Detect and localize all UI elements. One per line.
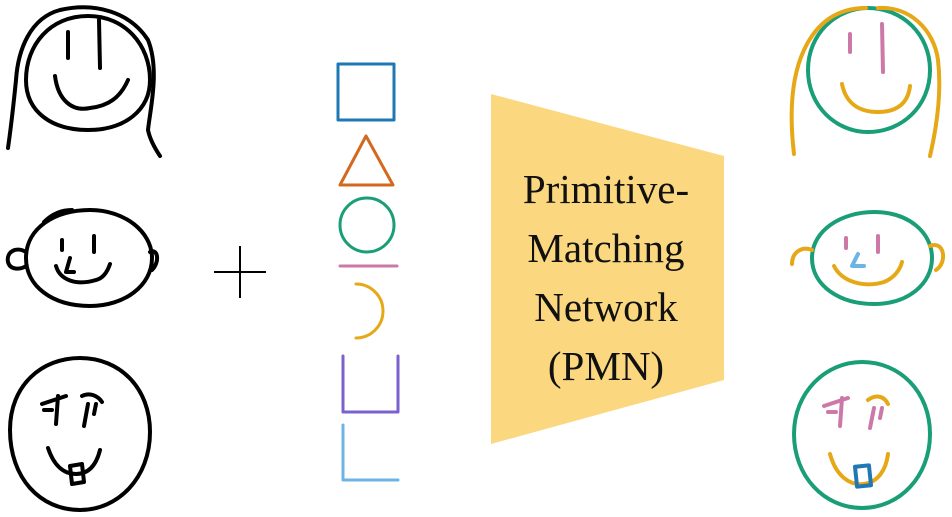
girl-out-face-circle-icon bbox=[806, 6, 932, 134]
girl-right-eye-icon bbox=[97, 18, 102, 70]
plus-operator bbox=[214, 246, 266, 298]
boy-out-right-ear-icon bbox=[928, 243, 946, 272]
surprised-tongue-icon bbox=[68, 462, 86, 486]
pmn-label-line-2: Matching bbox=[527, 225, 685, 271]
surprised-out-right-eye-icon bbox=[868, 406, 884, 430]
l-shape-primitive-icon bbox=[341, 423, 400, 482]
boy-out-mouth-icon bbox=[832, 260, 904, 287]
girl-out-right-eye-icon bbox=[880, 22, 885, 74]
pmn-label-line-1: Primitive- bbox=[522, 166, 690, 212]
output-sketch-girl bbox=[789, 5, 942, 158]
input-sketch-surprised bbox=[8, 356, 152, 512]
surprised-mouth-icon bbox=[46, 446, 102, 476]
boy-out-nose-icon bbox=[850, 252, 866, 268]
boy-face-outline-icon bbox=[24, 208, 154, 308]
boy-mouth-icon bbox=[54, 262, 112, 285]
girl-out-mouth-icon bbox=[840, 82, 912, 114]
semicircle-primitive-icon bbox=[354, 282, 385, 340]
boy-right-ear-icon bbox=[148, 249, 159, 272]
surprised-out-right-brow-icon bbox=[866, 394, 890, 406]
pmn-network-label: Primitive- Matching Network (PMN) bbox=[490, 160, 722, 396]
boy-out-face-circle-icon bbox=[810, 210, 934, 306]
u-shape-primitive-icon bbox=[341, 354, 400, 414]
boy-nose-icon bbox=[64, 256, 76, 274]
surprised-out-tongue-icon bbox=[852, 463, 874, 489]
surprised-left-eye-icon bbox=[40, 394, 68, 426]
surprised-out-face-circle-icon bbox=[792, 360, 932, 510]
girl-hair-outline-icon bbox=[6, 5, 162, 158]
surprised-right-eye-icon bbox=[80, 392, 104, 428]
boy-out-left-ear-icon bbox=[790, 246, 814, 266]
triangle-primitive-icon bbox=[338, 134, 395, 187]
surprised-out-left-eye-icon bbox=[822, 396, 850, 428]
output-sketch-surprised bbox=[792, 360, 932, 510]
input-sketch-girl bbox=[6, 5, 162, 158]
surprised-face-outline-icon bbox=[8, 356, 152, 512]
girl-mouth-icon bbox=[53, 74, 130, 111]
pmn-network-block bbox=[491, 94, 724, 444]
output-sketch-boy bbox=[790, 210, 946, 306]
pmn-label-line-3: Network bbox=[534, 284, 678, 330]
girl-out-hair-right-icon bbox=[876, 5, 942, 158]
square-primitive-icon bbox=[336, 62, 396, 122]
boy-hair-line-icon bbox=[42, 208, 74, 224]
pmn-label-line-4: (PMN) bbox=[547, 343, 665, 389]
girl-face-outline-icon bbox=[24, 14, 152, 132]
input-sketch-boy bbox=[5, 208, 159, 308]
circle-primitive-icon bbox=[338, 196, 396, 254]
boy-left-ear-icon bbox=[5, 247, 28, 271]
primitive-set bbox=[336, 62, 400, 482]
girl-out-hair-left-icon bbox=[789, 6, 868, 156]
surprised-out-mouth-icon bbox=[828, 452, 890, 487]
